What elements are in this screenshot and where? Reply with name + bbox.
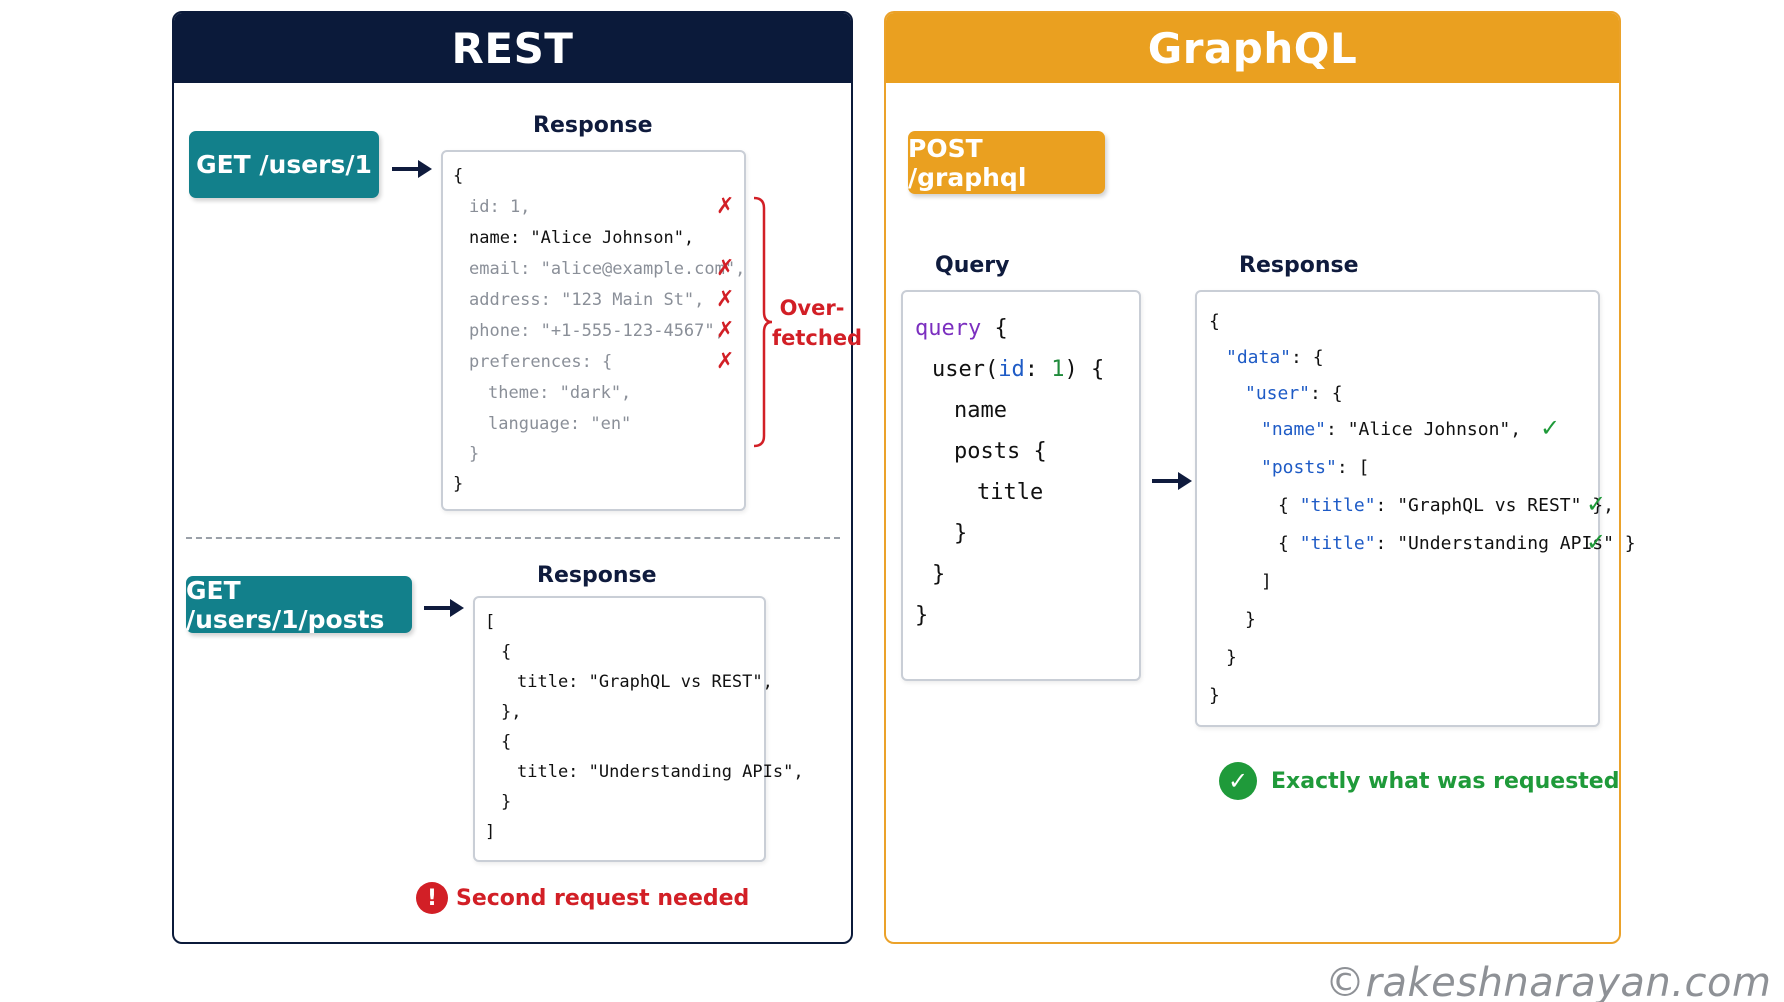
json-field-title-2: title: "Understanding APIs", [517, 762, 804, 782]
json-preferences-close: } [469, 444, 480, 464]
rest-title: REST [174, 13, 851, 83]
json-field-title-1: title: "GraphQL vs REST", [517, 672, 773, 692]
resp-data-close: } [1226, 647, 1237, 668]
json-close-brace: } [453, 474, 464, 494]
success-message: ✓ Exactly what was requested [1219, 762, 1619, 800]
x-mark-icon: ✗ [716, 256, 735, 281]
query-field-name: name [954, 398, 1007, 423]
json-field-id: id: 1, [469, 197, 531, 217]
rest-response-box-1 [441, 150, 746, 511]
x-mark-icon: ✗ [716, 194, 735, 219]
resp-name-key: "name" [1261, 419, 1327, 440]
resp-posts-close: ] [1261, 571, 1272, 592]
query-line-1: query { [915, 318, 1008, 340]
resp-item2-rest: : "Understanding APIs" } [1375, 533, 1636, 554]
second-request-warning: ! Second request needed [416, 882, 749, 914]
json-object-close: } [501, 792, 512, 812]
x-mark-icon: ✗ [716, 349, 735, 374]
graphql-response-box [1195, 290, 1600, 727]
query-line-2: user(id: 1) { [932, 359, 1104, 381]
query-user-close: ) { [1064, 357, 1105, 382]
resp-posts-key: "posts" [1261, 457, 1337, 478]
json-field-name: name: "Alice Johnson", [469, 228, 695, 248]
overfetched-line-1: Over- [779, 296, 845, 320]
resp-name-rest: : "Alice Johnson", [1326, 419, 1522, 440]
graphql-title: GraphQL [886, 13, 1619, 83]
query-label: Query [935, 253, 1010, 278]
rest-response-label-1: Response [533, 113, 653, 138]
arrow-right-icon [1152, 472, 1192, 490]
rest-response-label-2: Response [537, 563, 657, 588]
json-open-brace: { [453, 166, 464, 186]
json-object-open: { [501, 642, 512, 662]
resp-user-key: "user" [1245, 383, 1311, 404]
resp-data-rest: : { [1291, 347, 1324, 368]
query-user-close-brace: } [932, 562, 946, 587]
json-object-open: { [501, 732, 512, 752]
overfetched-line-2: fetched [772, 326, 863, 350]
resp-user-close: } [1245, 609, 1256, 630]
resp-post-item-2: { "title": "Understanding APIs" } [1278, 535, 1636, 553]
resp-item1-open: { [1278, 495, 1300, 516]
resp-item1-rest: : "GraphQL vs REST" }, [1375, 495, 1614, 516]
json-field-phone: phone: "+1-555-123-4567", [469, 321, 725, 341]
resp-item2-key: "title" [1299, 533, 1376, 554]
json-array-close: ] [485, 822, 496, 842]
resp-close: } [1209, 685, 1220, 706]
exclamation-icon: ! [416, 882, 448, 914]
query-user-fn: user( [932, 357, 999, 382]
arrow-right-icon [424, 599, 464, 617]
query-keyword: query [915, 316, 982, 341]
json-field-preferences: preferences: { [469, 352, 613, 372]
rest-response-box-2 [473, 596, 766, 862]
resp-item2-open: { [1278, 533, 1300, 554]
resp-user-rest: : { [1310, 383, 1343, 404]
rest-request-users-button: GET /users/1 [189, 131, 379, 198]
resp-user-line: "user": { [1245, 385, 1343, 403]
warning-text: Second request needed [456, 885, 750, 911]
x-mark-icon: ✗ [716, 318, 735, 343]
resp-post-item-1: { "title": "GraphQL vs REST" }, [1278, 497, 1614, 515]
resp-posts-rest: : [ [1336, 457, 1370, 478]
watermark: ©rakeshnarayan.com [1325, 960, 1772, 1002]
json-object-close: }, [501, 702, 522, 722]
graphql-response-label: Response [1239, 253, 1359, 278]
query-user-arg: id [998, 357, 1025, 382]
json-field-email: email: "alice@example.com", [469, 259, 746, 279]
graphql-request-button: POST /graphql [908, 131, 1105, 194]
dashed-divider [186, 537, 840, 539]
query-user-colon: : [1024, 357, 1052, 382]
check-icon: ✓ [1586, 528, 1607, 556]
resp-data-line: "data": { [1226, 349, 1324, 367]
query-posts-close: } [954, 521, 968, 546]
json-field-theme: theme: "dark", [488, 383, 632, 403]
overfetched-label: Over- fetched [772, 293, 863, 353]
query-field-posts: posts { [954, 439, 1047, 464]
json-array-open: [ [485, 612, 496, 632]
query-user-val: 1 [1051, 357, 1065, 382]
rest-request-posts-button: GET /users/1/posts [186, 576, 412, 634]
overfetched-bracket [753, 196, 773, 448]
query-open: { [981, 316, 1008, 341]
x-mark-icon: ✗ [716, 287, 735, 312]
json-field-language: language: "en" [488, 414, 632, 434]
resp-posts-line: "posts": [ [1261, 459, 1369, 477]
resp-data-key: "data" [1226, 347, 1292, 368]
query-field-title: title [977, 480, 1044, 505]
json-field-address: address: "123 Main St", [469, 290, 705, 310]
query-close: } [915, 603, 929, 628]
resp-open: { [1209, 311, 1220, 332]
check-icon: ✓ [1540, 414, 1561, 442]
success-text: Exactly what was requested [1271, 768, 1620, 794]
check-icon: ✓ [1586, 490, 1607, 518]
query-box [901, 290, 1141, 681]
resp-name-line: "name": "Alice Johnson", [1261, 421, 1521, 439]
check-circle-icon: ✓ [1219, 762, 1257, 800]
resp-item1-key: "title" [1299, 495, 1376, 516]
arrow-right-icon [392, 160, 432, 178]
